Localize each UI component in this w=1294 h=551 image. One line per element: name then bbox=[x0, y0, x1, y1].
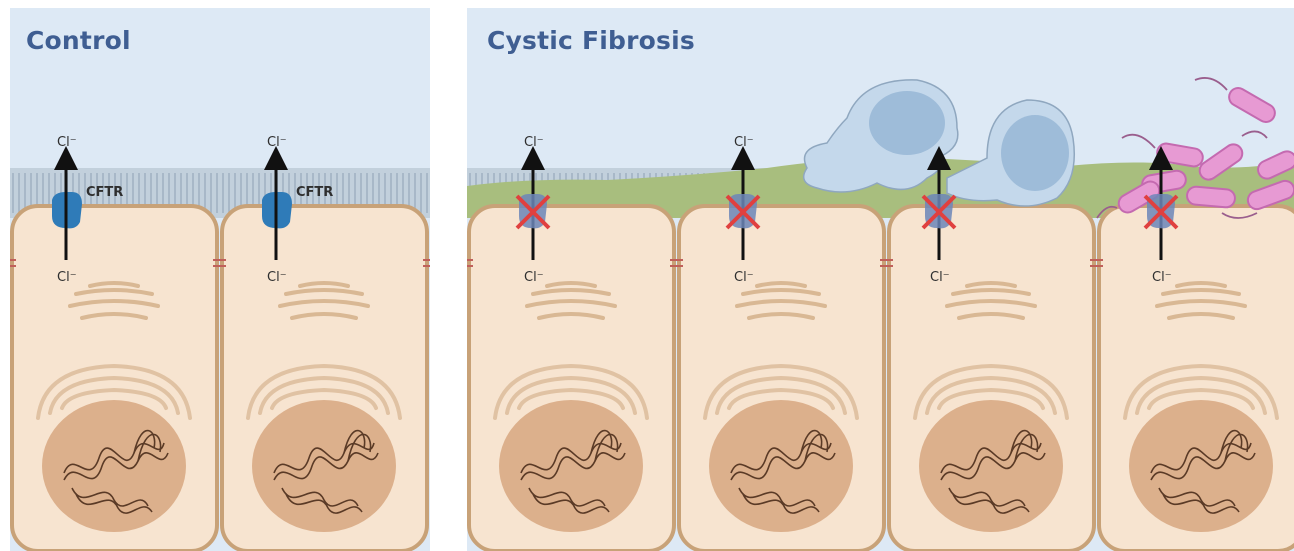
panel-cystic-fibrosis: Cystic Fibrosis bbox=[467, 8, 1294, 551]
chloride-label-bottom: Cl⁻ bbox=[1152, 270, 1172, 285]
epithelial-cell bbox=[679, 206, 884, 551]
chloride-label-top: Cl⁻ bbox=[57, 135, 77, 150]
nucleus bbox=[919, 400, 1063, 532]
control-scene: Cl⁻ Cl⁻ Cl⁻ Cl⁻ CFTR CFTR bbox=[10, 8, 430, 551]
nucleus bbox=[252, 400, 396, 532]
epithelial-cell bbox=[1099, 206, 1294, 551]
chloride-label-top: Cl⁻ bbox=[734, 135, 754, 150]
nucleus bbox=[499, 400, 643, 532]
cystic-fibrosis-scene: Cl⁻ Cl⁻ Cl⁻ Cl⁻ Cl⁻ Cl⁻ bbox=[467, 8, 1294, 551]
blocked-channel-icon bbox=[517, 194, 549, 228]
immune-cell-icon bbox=[947, 100, 1074, 206]
blocked-channel-icon bbox=[1145, 194, 1177, 228]
epithelial-cell bbox=[222, 206, 427, 551]
bacteria-cluster bbox=[1115, 85, 1294, 216]
chloride-label-bottom: Cl⁻ bbox=[57, 270, 77, 285]
nucleus bbox=[1129, 400, 1273, 532]
chloride-label-bottom: Cl⁻ bbox=[734, 270, 754, 285]
cftr-label: CFTR bbox=[296, 185, 333, 200]
nucleus bbox=[709, 400, 853, 532]
chloride-label-top: Cl⁻ bbox=[524, 135, 544, 150]
epithelial-cell bbox=[889, 206, 1094, 551]
cftr-label: CFTR bbox=[86, 185, 123, 200]
panel-title-control: Control bbox=[26, 26, 131, 55]
epithelial-cell bbox=[12, 206, 217, 551]
blocked-channel-icon bbox=[727, 194, 759, 228]
panel-title-cystic-fibrosis: Cystic Fibrosis bbox=[487, 26, 695, 55]
blocked-channel-icon bbox=[923, 194, 955, 228]
nucleus bbox=[42, 400, 186, 532]
bacteria-icon bbox=[1226, 85, 1278, 126]
epithelial-cell bbox=[469, 206, 674, 551]
panel-control: Control bbox=[10, 8, 430, 551]
chloride-label-bottom: Cl⁻ bbox=[267, 270, 287, 285]
chloride-label-bottom: Cl⁻ bbox=[930, 270, 950, 285]
chloride-label-top: Cl⁻ bbox=[267, 135, 287, 150]
bacteria-icon bbox=[1186, 186, 1235, 208]
chloride-label-bottom: Cl⁻ bbox=[524, 270, 544, 285]
